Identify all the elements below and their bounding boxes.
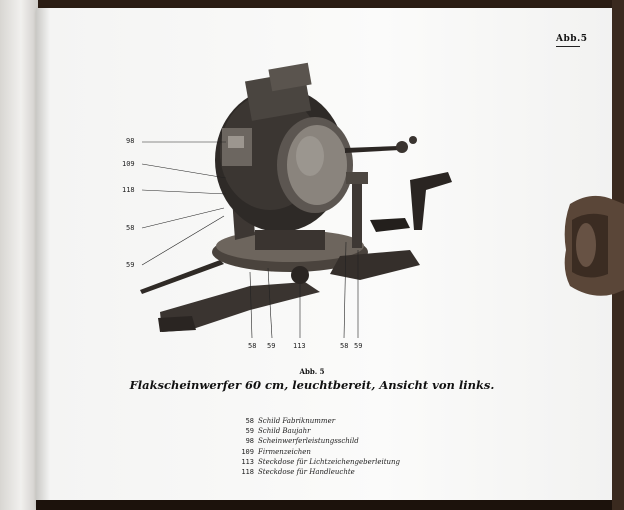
page-number-underline (556, 46, 580, 47)
legend-code: 98 (245, 437, 254, 446)
parts-legend: 58 Schild Fabriknummer 59 Schild Baujahr 9… (238, 416, 400, 477)
legend-code: 109 (241, 447, 254, 456)
legend-code: 118 (241, 468, 254, 477)
legend-text: Schild Fabriknummer (258, 417, 336, 425)
searchlight-photo (140, 62, 452, 339)
callout-58: 58 (126, 224, 135, 232)
page-number: Abb.5 (556, 34, 588, 44)
operator-seat (370, 218, 410, 232)
left-page-edge (0, 0, 38, 510)
legend-row: 109 Firmenzeichen (238, 447, 400, 457)
callout-bottom-58: 58 (248, 342, 257, 350)
page-clip (564, 195, 624, 296)
page-bottom-shadow (36, 500, 614, 510)
legend-text: Steckdose für Handleuchte (258, 468, 355, 477)
legend-row: 118 Steckdose für Handleuchte (238, 467, 400, 477)
base-foot (158, 316, 196, 332)
sighting-arm (345, 146, 400, 153)
callout-118: 118 (122, 186, 135, 194)
callout-bottom-58b: 58 (340, 342, 349, 350)
legend-row: 113 Steckdose für Lichtzeichengeberleitun… (238, 457, 400, 467)
callout-109: 109 (122, 160, 135, 168)
legend-code: 58 (245, 417, 254, 425)
legend-text: Schild Baujahr (258, 427, 311, 436)
callout-bottom-59: 59 (267, 342, 276, 350)
legend-code: 59 (245, 427, 254, 436)
figure-number: Abb. 5 (299, 367, 325, 376)
seat-back (410, 172, 452, 230)
legend-row: 98 Scheinwerferleistungsschild (238, 436, 400, 446)
callout-bottom-113: 113 (293, 342, 306, 350)
left-arm (140, 260, 224, 294)
legend-text: Firmenzeichen (258, 447, 311, 456)
legend-code: 113 (241, 457, 254, 466)
callout-bottom-59b: 59 (354, 342, 363, 350)
legend-text: Steckdose für Lichtzeichengeberleitung (258, 457, 401, 466)
base-rail (160, 282, 320, 332)
legend-text: Scheinwerferleistungsschild (258, 437, 359, 446)
figure-title: Flakscheinwerfer 60 cm, leuchtbereit, An… (129, 378, 495, 392)
callout-98: 98 (126, 137, 135, 145)
control-post (352, 178, 362, 248)
callout-59: 59 (126, 261, 135, 269)
turntable-mechanism (255, 230, 325, 250)
legend-row: 58 Schild Fabriknummer (238, 416, 400, 426)
right-rail (330, 250, 420, 280)
legend-row: 59 Schild Baujahr (238, 426, 400, 436)
